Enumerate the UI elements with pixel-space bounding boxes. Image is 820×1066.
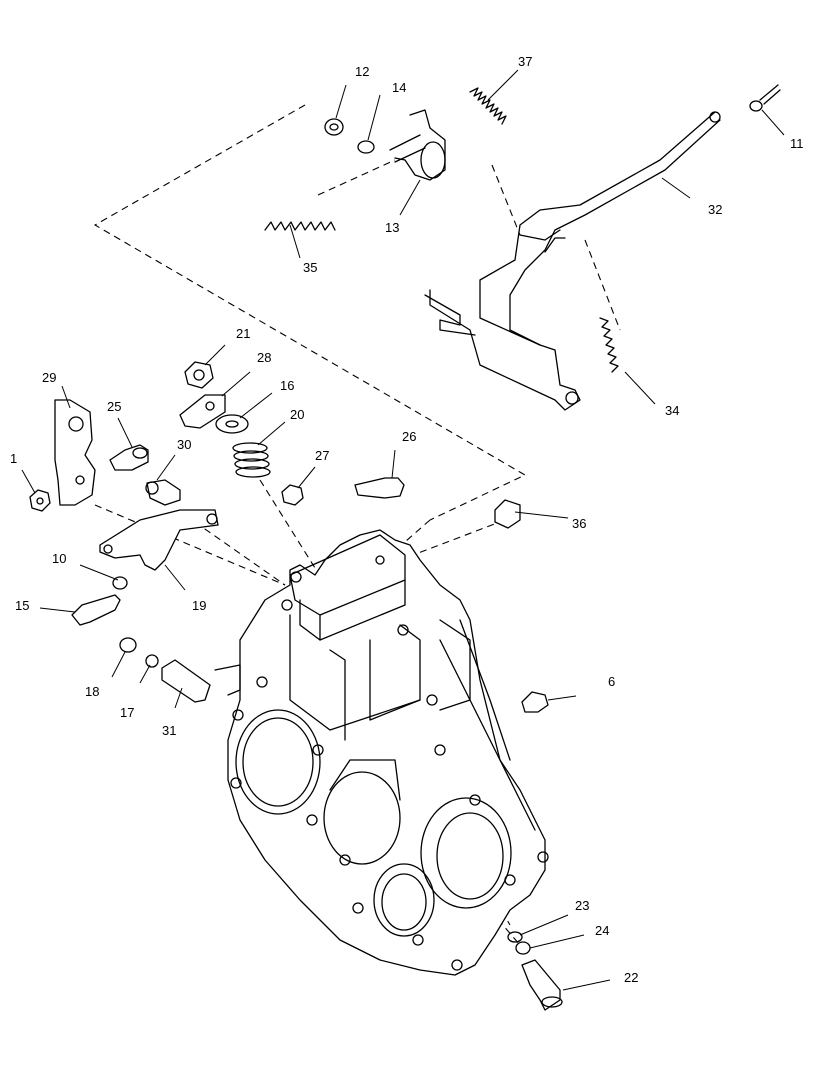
callout-17: 17	[120, 705, 134, 720]
callout-19: 19	[192, 598, 206, 613]
callout-15: 15	[15, 598, 29, 613]
callout-10: 10	[52, 551, 66, 566]
callout-14: 14	[392, 80, 406, 95]
callout-21: 21	[236, 326, 250, 341]
callout-37: 37	[518, 54, 532, 69]
callout-28: 28	[257, 350, 271, 365]
springs	[232, 87, 619, 478]
callout-1: 1	[10, 451, 17, 466]
callout-26: 26	[402, 429, 416, 444]
callout-6: 6	[608, 674, 615, 689]
callout-labels: 1 6 10 11 12 13 14 15 16 17 18 19 20 21 …	[10, 54, 804, 985]
callout-11: 11	[790, 136, 804, 151]
callout-24: 24	[595, 923, 609, 938]
callout-18: 18	[85, 684, 99, 699]
callout-31: 31	[162, 723, 176, 738]
callout-35: 35	[303, 260, 317, 275]
callout-16: 16	[280, 378, 294, 393]
callout-32: 32	[708, 202, 722, 217]
callout-leaders	[21, 69, 785, 991]
callout-30: 30	[177, 437, 191, 452]
callout-12: 12	[355, 64, 369, 79]
callout-25: 25	[107, 399, 121, 414]
callout-13: 13	[385, 220, 399, 235]
callout-34: 34	[665, 403, 679, 418]
callout-27: 27	[315, 448, 329, 463]
callout-29: 29	[42, 370, 56, 385]
shaft-lever-13	[389, 109, 446, 181]
callout-36: 36	[572, 516, 586, 531]
gear-cover-housing	[214, 529, 549, 976]
callout-23: 23	[575, 898, 589, 913]
callout-20: 20	[290, 407, 304, 422]
hardware-parts	[29, 84, 781, 1011]
lever-assembly-32	[424, 111, 721, 411]
callout-22: 22	[624, 970, 638, 985]
